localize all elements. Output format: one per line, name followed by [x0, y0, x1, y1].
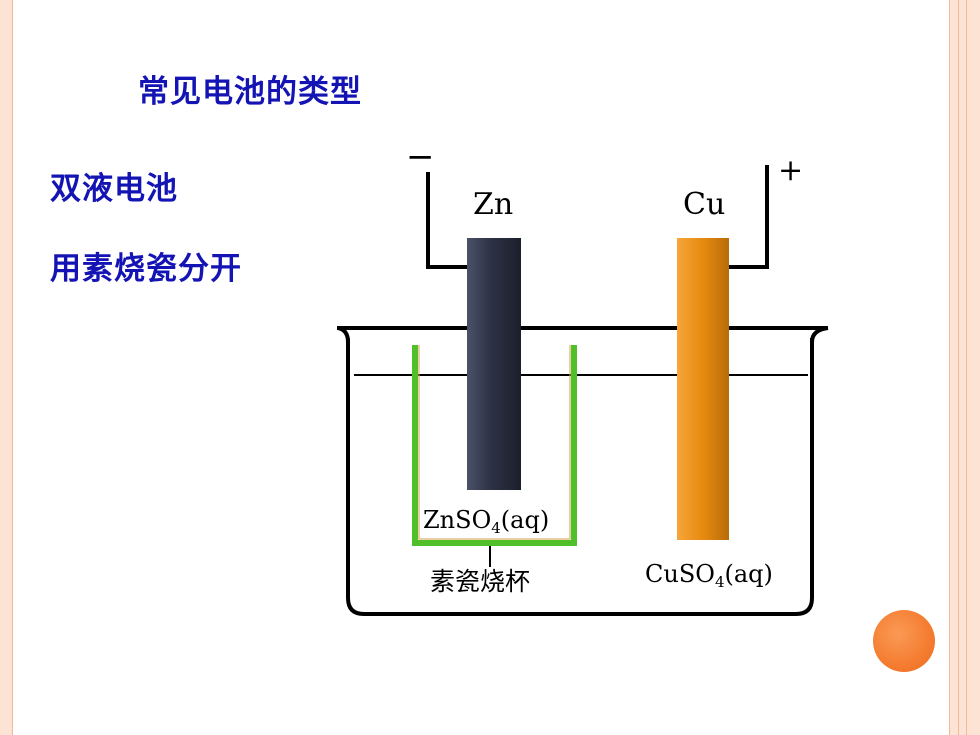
porous-cup-label: 素瓷烧杯 — [430, 567, 530, 596]
zinc-electrode — [467, 238, 521, 490]
inner-solution-label: ZnSO4(aq) — [423, 506, 549, 537]
beaker-outline — [337, 326, 828, 616]
outer-solution-label: CuSO4(aq) — [645, 560, 773, 591]
decorative-orange-circle — [873, 610, 935, 672]
text-double-liquid-cell: 双液电池 — [50, 171, 178, 207]
beaker-right-lip — [810, 326, 829, 343]
copper-label: Cu — [683, 187, 725, 222]
outer-solution-state: (aq) — [724, 560, 772, 588]
porous-cup-inner-edge — [418, 345, 571, 540]
inner-solution-subscript: 4 — [491, 519, 501, 537]
outer-solution-subscript: 4 — [715, 573, 725, 591]
negative-sign: − — [406, 137, 435, 177]
beaker-left-lip — [337, 326, 350, 343]
porous-cup — [412, 345, 577, 546]
slide-title: 常见电池的类型 — [138, 74, 362, 110]
positive-sign: + — [778, 153, 803, 188]
outer-solution-formula: CuSO — [645, 560, 715, 588]
right-frame-border — [949, 0, 980, 735]
text-separated-by-porous-porcelain: 用素烧瓷分开 — [50, 251, 242, 287]
inner-solution-formula: ZnSO — [423, 506, 491, 534]
zinc-label: Zn — [473, 187, 513, 222]
copper-electrode — [677, 238, 729, 540]
left-frame-border — [0, 0, 13, 735]
inner-solution-state: (aq) — [501, 506, 549, 534]
